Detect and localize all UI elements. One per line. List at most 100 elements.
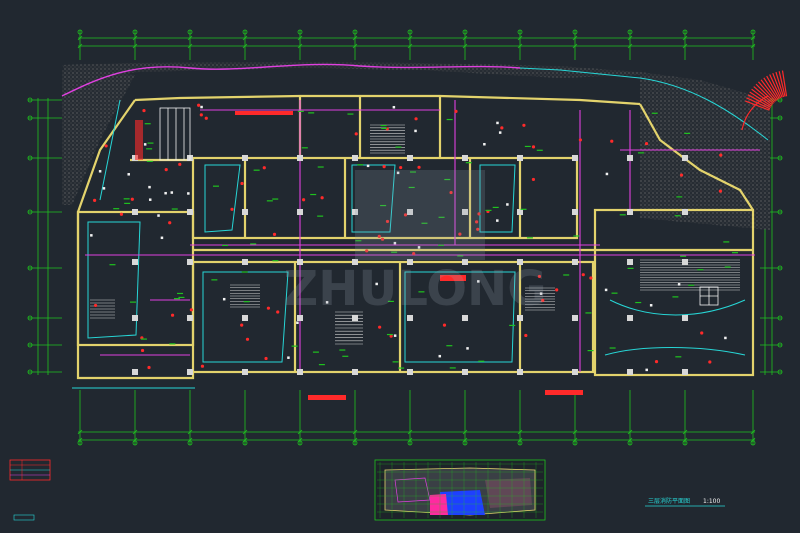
dimension-tick (407, 437, 413, 443)
axis-bubble (517, 440, 523, 446)
fire-detector (399, 165, 403, 170)
label-tag (339, 349, 346, 351)
axis-bubble (777, 265, 783, 271)
dimension-tick (297, 429, 303, 435)
column (462, 259, 468, 265)
fire-detector (719, 153, 723, 157)
fire-detector (354, 132, 358, 136)
label-tag (392, 361, 399, 363)
label-tag (635, 301, 642, 304)
device-mark (414, 129, 417, 133)
column (682, 369, 688, 375)
axis-bubble (187, 440, 193, 446)
axis-bubble (462, 29, 468, 35)
dimension-tick (352, 43, 358, 49)
device-mark (645, 368, 648, 372)
label-tag (308, 112, 315, 114)
label-tag (241, 271, 248, 273)
label-tag (310, 193, 317, 196)
axis-bubble (750, 29, 756, 35)
axis-bubble (187, 29, 193, 35)
column (297, 259, 303, 265)
label-tag (212, 185, 219, 187)
fire-detector (581, 273, 585, 277)
label-tag (177, 292, 184, 295)
label-tag (446, 118, 453, 121)
device-mark (392, 105, 396, 109)
column (407, 209, 413, 215)
fire-detector (264, 356, 268, 361)
stair-tread (772, 72, 783, 98)
axis-bubble (297, 29, 303, 35)
fire-detector (500, 126, 504, 130)
label-tag (357, 164, 364, 166)
axis-bubble (27, 315, 33, 321)
dimension-tick (77, 43, 83, 49)
dimension-tick (297, 43, 303, 49)
fire-detector (104, 144, 108, 148)
column (682, 259, 688, 265)
dimension-tick (462, 35, 468, 41)
column (352, 155, 358, 161)
fire-detector (320, 196, 324, 200)
device-mark (498, 131, 502, 134)
column (132, 315, 138, 321)
column (572, 209, 578, 215)
column (517, 209, 523, 215)
column (462, 315, 468, 321)
label-tag (243, 301, 250, 303)
dimension-tick (517, 35, 523, 41)
label-tag (585, 312, 592, 314)
legend-box[interactable] (9, 459, 51, 521)
label-tag (444, 178, 451, 181)
fire-detector (477, 212, 481, 216)
dimension-tick (517, 43, 523, 49)
device-mark (187, 192, 190, 195)
device-mark (143, 143, 147, 146)
dimension-tick (187, 35, 193, 41)
dimension-tick (682, 437, 688, 443)
axis-bubble (407, 29, 413, 35)
dimension-tick (132, 437, 138, 443)
column (242, 209, 248, 215)
device-mark (325, 301, 329, 304)
axis-bubble (777, 155, 783, 161)
label-tag (380, 124, 387, 127)
fire-detector (555, 288, 559, 292)
key-plan[interactable] (374, 459, 546, 521)
label-tag (609, 347, 616, 349)
site-boundary-2 (519, 67, 769, 141)
watermark: ZHULONG (283, 170, 547, 317)
sprinkler-pipes (85, 100, 760, 372)
fire-detector (475, 220, 479, 224)
label-tag (409, 171, 416, 173)
fire-detector (93, 303, 98, 308)
device-mark (604, 288, 608, 292)
dimension-tick (407, 43, 413, 49)
device-mark (287, 356, 290, 359)
column (517, 315, 523, 321)
fire-detector (380, 237, 385, 241)
label-tag (380, 204, 387, 207)
fire-detector (414, 117, 418, 121)
label-tag (465, 162, 472, 164)
fire-detector (200, 364, 205, 368)
axis-bubble (27, 115, 33, 121)
label-tag (124, 202, 131, 204)
label-tag (113, 208, 120, 210)
axis-bubble (777, 209, 783, 215)
dimension-tick (750, 43, 756, 49)
dimension-tick (352, 429, 358, 435)
axis-bubble (242, 29, 248, 35)
label-tag (675, 356, 682, 358)
device-mark (396, 171, 400, 175)
column (517, 155, 523, 161)
column (517, 369, 523, 375)
fire-detector (644, 141, 649, 146)
fire-detector (382, 165, 386, 169)
dimension-tick (462, 437, 468, 443)
dimension-tick (242, 437, 248, 443)
dimension-tick (242, 429, 248, 435)
label-tag (723, 241, 730, 243)
